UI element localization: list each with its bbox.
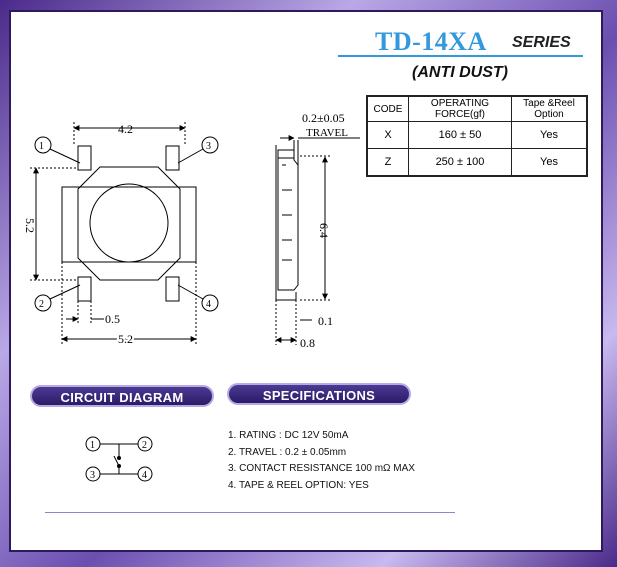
dim-top: 4.2 bbox=[118, 122, 133, 136]
specifications-heading: SPECIFICATIONS bbox=[227, 383, 411, 405]
spec-item: 2. TRAVEL : 0.2 ± 0.05mm bbox=[228, 446, 347, 458]
pin-label: 1 bbox=[90, 440, 95, 451]
dim-bottom: 5.2 bbox=[118, 332, 133, 346]
switch-base-outline bbox=[61, 186, 197, 263]
spec-item: 1. RATING : DC 12V 50mA bbox=[228, 430, 349, 441]
pin-label: 4 bbox=[206, 299, 211, 310]
pin-lead bbox=[165, 145, 180, 171]
pin-label: 4 bbox=[142, 470, 147, 481]
row-force: 160 ± 50 bbox=[408, 121, 512, 149]
side-view bbox=[275, 135, 360, 345]
pin-lead bbox=[77, 145, 92, 171]
switch-body-outline bbox=[77, 166, 181, 281]
travel-value: 0.2±0.05 bbox=[302, 111, 345, 125]
pin-label: 2 bbox=[142, 440, 147, 451]
col-force-header: OPERATING FORCE(gf) bbox=[408, 95, 512, 122]
travel-label: TRAVEL bbox=[306, 127, 348, 139]
table-row: Z 250 ± 100 Yes bbox=[366, 148, 588, 177]
pin-lead bbox=[165, 276, 180, 302]
pin-label: 3 bbox=[90, 470, 95, 481]
circuit-diagram bbox=[85, 436, 153, 482]
dim-left: 5.2 bbox=[23, 218, 37, 233]
side-view-labels: 0.2±0.05 TRAVEL 6.4 0.1 0.8 bbox=[300, 111, 348, 350]
row-tape: Yes bbox=[511, 148, 588, 177]
side-body bbox=[277, 149, 299, 291]
bottom-divider bbox=[45, 512, 455, 513]
pin-lead bbox=[77, 276, 92, 302]
row-code: Z bbox=[366, 148, 409, 177]
top-view-labels: 4.2 5.2 0.5 5.2 1 3 2 4 bbox=[23, 122, 211, 348]
spec-item: 4. TAPE & REEL OPTION: YES bbox=[228, 479, 369, 491]
model-title: TD-14XA bbox=[375, 27, 487, 56]
table-row: X 160 ± 50 Yes bbox=[366, 121, 588, 149]
dim-small: 0.1 bbox=[318, 314, 333, 328]
title-underline bbox=[338, 55, 583, 57]
spec-item: 3. CONTACT RESISTANCE 100 mΩ MAX bbox=[228, 463, 415, 474]
series-label: SERIES bbox=[512, 34, 571, 51]
options-table: CODE OPERATING FORCE(gf) Tape &Reel Opti… bbox=[366, 95, 588, 177]
pin-label: 3 bbox=[206, 141, 211, 152]
table-header-row: CODE OPERATING FORCE(gf) Tape &Reel Opti… bbox=[366, 95, 588, 122]
row-tape: Yes bbox=[511, 121, 588, 149]
top-view bbox=[30, 122, 219, 345]
pin-label: 1 bbox=[39, 141, 44, 152]
circuit-labels: 1 2 3 4 bbox=[90, 440, 147, 481]
pin-label: 2 bbox=[39, 299, 44, 310]
circuit-diagram-heading: CIRCUIT DIAGRAM bbox=[30, 385, 214, 407]
col-tape-header: Tape &Reel Option bbox=[511, 95, 588, 122]
dim-bottom-small: 0.5 bbox=[105, 312, 120, 326]
dim-height: 6.4 bbox=[317, 223, 331, 238]
specifications-list: 1. RATING : DC 12V 50mA 2. TRAVEL : 0.2 … bbox=[228, 428, 415, 494]
dim-width: 0.8 bbox=[300, 336, 315, 350]
subtitle: (ANTI DUST) bbox=[412, 64, 508, 81]
row-force: 250 ± 100 bbox=[408, 148, 512, 177]
actuator-circle bbox=[89, 183, 169, 263]
